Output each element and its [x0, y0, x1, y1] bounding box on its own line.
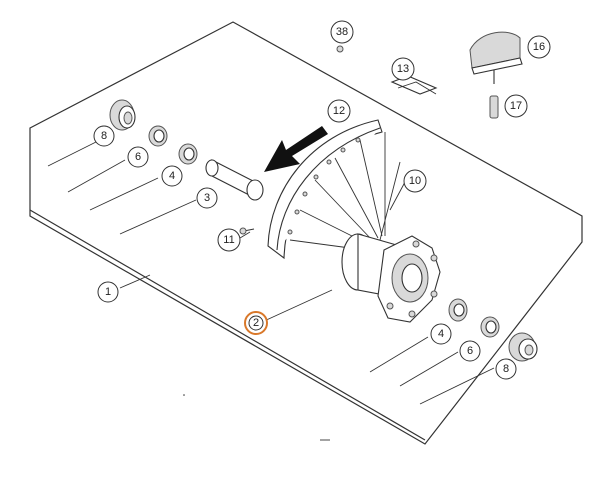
callout-17-label: 17 [510, 100, 522, 112]
callout-6-right-label: 6 [467, 345, 473, 357]
callout-13: 13 [391, 57, 415, 81]
small-part-38 [336, 45, 344, 53]
callout-8-left-label: 8 [101, 130, 107, 142]
callout-38-label: 38 [336, 26, 348, 38]
callout-6-left: 6 [127, 146, 149, 168]
bolt-17 [489, 95, 499, 119]
callout-10-label: 10 [409, 175, 421, 187]
callout-17: 17 [504, 94, 528, 118]
callout-8-right: 8 [495, 358, 517, 380]
callout-3: 3 [196, 187, 218, 209]
stray-marks [183, 394, 330, 441]
callout-6-left-label: 6 [135, 151, 141, 163]
right-bearing-4 [448, 298, 468, 322]
callout-11: 11 [217, 228, 241, 252]
right-bearing-spacer-8 [508, 332, 538, 362]
callout-10: 10 [403, 169, 427, 193]
callout-16: 16 [527, 35, 551, 59]
callout-8-left: 8 [93, 125, 115, 147]
callout-1: 1 [97, 281, 119, 303]
callout-2: 2 [244, 311, 268, 335]
right-seal-ring-6 [480, 316, 500, 338]
callout-2-label: 2 [253, 317, 259, 329]
stand-pad-16 [469, 31, 523, 84]
callout-11-label: 11 [223, 234, 234, 246]
leader-lines [47, 139, 495, 405]
callout-3-label: 3 [204, 192, 210, 204]
callout-4-right-label: 4 [438, 328, 444, 340]
left-seal-ring-6 [148, 125, 168, 147]
callout-13-label: 13 [397, 63, 409, 75]
callout-12-label: 12 [333, 105, 345, 117]
valve-screw-11 [239, 227, 255, 235]
callout-4-left-label: 4 [169, 170, 175, 182]
callout-16-label: 16 [533, 41, 545, 53]
callout-12: 12 [327, 99, 351, 123]
direction-arrow-icon [264, 126, 328, 172]
callout-6-right: 6 [459, 340, 481, 362]
assembly-box [29, 21, 583, 445]
rim-12 [267, 119, 383, 260]
callout-4-left: 4 [161, 165, 183, 187]
callout-4-right: 4 [430, 323, 452, 345]
axle-spacer-tube-3 [205, 159, 264, 201]
left-bearing-spacer-8 [109, 99, 136, 131]
callout-8-right-label: 8 [503, 363, 509, 375]
hub-2 [341, 233, 441, 323]
left-bearing-4 [178, 143, 198, 165]
callout-38: 38 [330, 20, 354, 44]
callout-1-label: 1 [105, 286, 111, 298]
